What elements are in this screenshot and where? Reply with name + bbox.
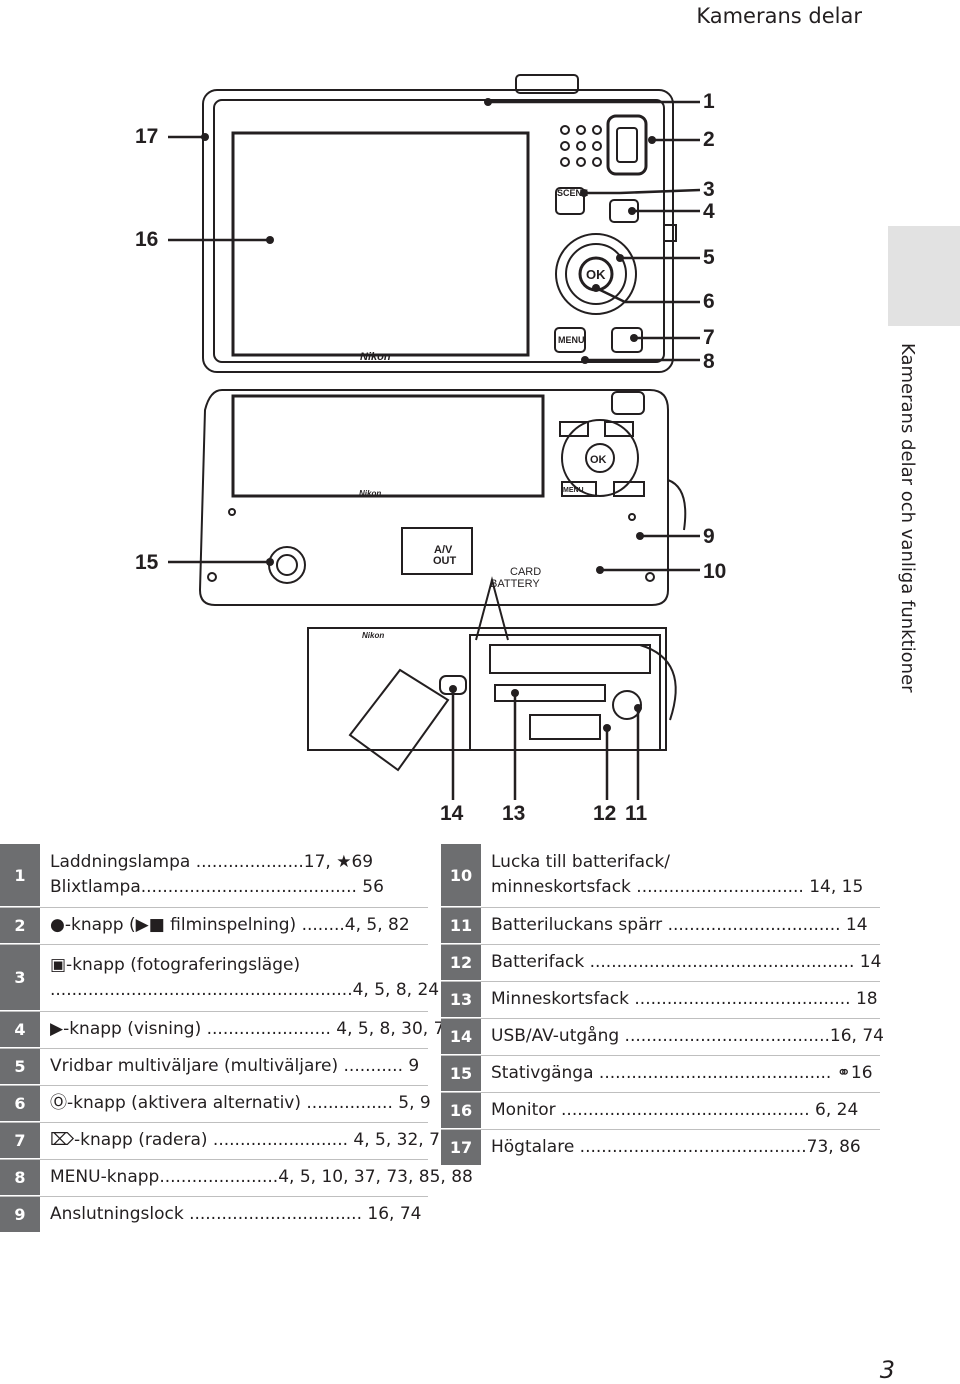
- card-label: CARD: [510, 566, 541, 578]
- callout-1: 1: [703, 90, 715, 113]
- ok-button-label-bottom: OK: [590, 454, 607, 466]
- side-tab-label: Kamerans delar och vanliga funktioner: [897, 343, 918, 693]
- part-number: 13: [441, 982, 481, 1017]
- part-text: Batteriluckans spärr ...................…: [491, 915, 868, 935]
- part-text: ▶-knapp (visning) ......................…: [50, 1019, 456, 1039]
- scene-label: SCENE: [557, 188, 588, 198]
- callout-dots: [201, 98, 656, 732]
- callout-2: 2: [703, 128, 715, 151]
- camera-back-top: [202, 74, 677, 373]
- page-header-title: Kamerans delar: [696, 4, 862, 28]
- callout-4: 4: [703, 200, 715, 223]
- part-number: 10: [441, 844, 481, 906]
- callout-7: 7: [703, 326, 715, 349]
- page-number: 3: [879, 1356, 895, 1384]
- part-text: Anslutningslock ........................…: [50, 1204, 422, 1224]
- part-row-15: 15 Stativgänga .........................…: [441, 1056, 880, 1091]
- part-text: ▣-knapp (fotograferingsläge): [50, 954, 301, 975]
- av-label: A/V: [434, 544, 453, 556]
- menu-label: MENU: [558, 335, 585, 345]
- part-text: ........................................…: [50, 979, 440, 1000]
- part-row-11: 11 Batteriluckans spärr ................…: [441, 908, 880, 943]
- part-text: Högtalare ..............................…: [491, 1137, 861, 1157]
- leader-lines: [168, 100, 701, 800]
- part-row-3: 3 ▣-knapp (fotograferingsläge) .........…: [0, 945, 440, 1010]
- part-number: 6: [0, 1086, 40, 1121]
- part-text: minneskortsfack ........................…: [491, 877, 864, 897]
- part-number: 16: [441, 1093, 481, 1128]
- part-row-4: 4 ▶-knapp (visning) ....................…: [0, 1012, 456, 1047]
- part-number: 17: [441, 1130, 481, 1165]
- part-number: 8: [0, 1160, 40, 1195]
- part-text: Blixtlampa..............................…: [50, 877, 384, 897]
- part-number: 2: [0, 908, 40, 943]
- part-number: 3: [0, 945, 40, 1010]
- camera-back-bottom: [198, 389, 687, 641]
- part-text: USB/AV-utgång ..........................…: [491, 1026, 884, 1046]
- callout-11: 11: [625, 802, 648, 825]
- callout-13: 13: [502, 802, 526, 825]
- part-number: 15: [441, 1056, 481, 1091]
- brand-logo-bottom: Nikon: [359, 489, 381, 498]
- part-text: Vridbar multiväljare (multiväljare) ....…: [50, 1056, 420, 1076]
- part-text: Monitor ................................…: [491, 1100, 859, 1120]
- part-row-8: 8 MENU-knapp......................4, 5, …: [0, 1160, 473, 1195]
- callout-8: 8: [703, 350, 715, 373]
- menu-label-bottom: MENU: [563, 487, 584, 494]
- part-number: 14: [441, 1019, 481, 1054]
- part-row-7: 7 ⌦-knapp (radera) .....................…: [0, 1123, 451, 1158]
- part-number: 4: [0, 1012, 40, 1047]
- part-number: 7: [0, 1123, 40, 1158]
- callout-12: 12: [593, 802, 617, 825]
- out-label: OUT: [433, 555, 457, 567]
- part-text: MENU-knapp......................4, 5, 10…: [50, 1167, 473, 1187]
- callout-17: 17: [135, 125, 159, 148]
- part-row-16: 16 Monitor .............................…: [441, 1093, 880, 1128]
- part-text: Laddningslampa ....................17, ★…: [50, 852, 374, 872]
- ok-button-label: OK: [586, 267, 606, 282]
- part-text: Stativgänga ............................…: [491, 1063, 873, 1083]
- part-text: Lucka till batterifack/: [491, 852, 670, 872]
- part-number: 1: [0, 844, 40, 906]
- part-text: Batterifack ............................…: [491, 952, 882, 972]
- callout-14: 14: [440, 802, 464, 825]
- part-row-10: 10 Lucka till batterifack/ minneskortsfa…: [441, 844, 880, 906]
- battery-label: BATTERY: [490, 578, 540, 590]
- part-text: ●-knapp (▶■ filminspelning) ........4, 5…: [50, 915, 410, 935]
- part-row-14: 14 USB/AV-utgång .......................…: [441, 1019, 884, 1054]
- side-tab: [888, 226, 960, 326]
- callout-10: 10: [703, 560, 727, 583]
- part-number: 5: [0, 1049, 40, 1084]
- part-text: ⌦-knapp (radera) .......................…: [50, 1130, 451, 1150]
- callout-5: 5: [703, 246, 715, 269]
- part-number: 11: [441, 908, 481, 943]
- part-number: 12: [441, 945, 481, 980]
- callout-15: 15: [135, 551, 159, 574]
- part-row-17: 17 Högtalare ...........................…: [441, 1130, 880, 1165]
- part-row-13: 13 Minneskortsfack .....................…: [441, 982, 880, 1017]
- part-row-1: 1 Laddningslampa ....................17,…: [0, 844, 428, 906]
- part-row-2: 2 ●-knapp (▶■ filminspelning) ........4,…: [0, 908, 428, 943]
- part-text: Minneskortsfack ........................…: [491, 989, 878, 1009]
- part-row-9: 9 Anslutningslock ......................…: [0, 1197, 428, 1232]
- callout-6: 6: [703, 290, 715, 313]
- brand-logo-chamber: Nikon: [362, 631, 384, 640]
- callout-16: 16: [135, 228, 159, 251]
- callout-3: 3: [703, 178, 715, 201]
- part-row-12: 12 Batterifack .........................…: [441, 945, 882, 980]
- battery-chamber-view: [307, 627, 677, 772]
- camera-diagram: Nikon Nikon Nikon OK OK SCENE MENU MENU …: [168, 74, 701, 800]
- part-row-6: 6 Ⓞ-knapp (aktivera alternativ) ........…: [0, 1086, 431, 1121]
- callout-9: 9: [703, 525, 715, 548]
- brand-logo: Nikon: [360, 351, 391, 363]
- part-number: 9: [0, 1197, 40, 1232]
- part-row-5: 5 Vridbar multiväljare (multiväljare) ..…: [0, 1049, 428, 1084]
- part-text: Ⓞ-knapp (aktivera alternativ) ..........…: [50, 1093, 431, 1113]
